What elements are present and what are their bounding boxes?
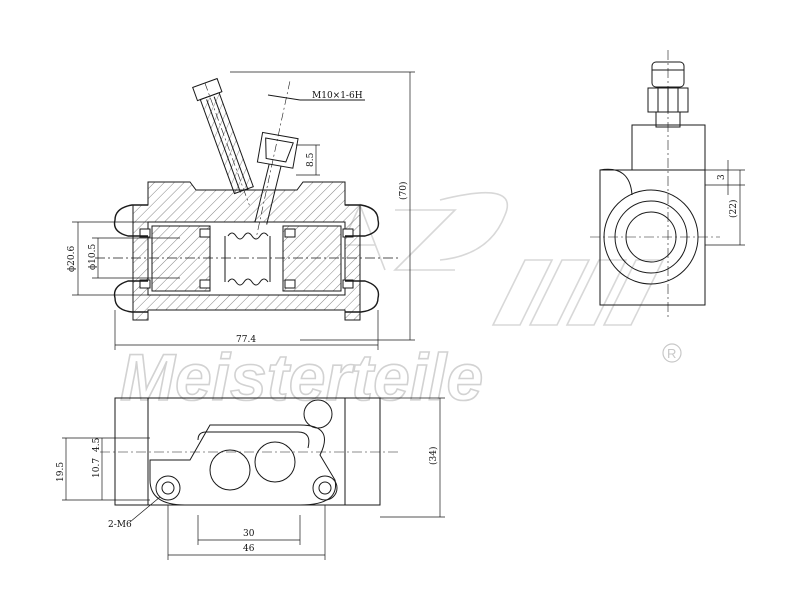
bottom-dimensions	[62, 397, 445, 560]
svg-text:R: R	[667, 346, 676, 361]
dim-mount-offset-3: 4.5	[92, 437, 102, 452]
dim-thread: M10×1-6H	[312, 91, 363, 101]
side-dimensions	[705, 160, 745, 246]
bleeder-screw	[192, 77, 254, 206]
dim-bore-outer: ϕ20.6	[67, 246, 77, 272]
dust-boot-right	[345, 204, 380, 313]
dim-mount-thread: 2-M6	[108, 520, 132, 530]
brand-watermark: Meisterteile	[120, 340, 483, 414]
dim-overall-length: 77.4	[236, 335, 256, 345]
dim-flange-height: (22)	[728, 200, 739, 218]
bleeder-circle	[303, 399, 333, 429]
dim-mount-offset-2: 10.7	[92, 458, 102, 478]
dim-hole-span-inner: 30	[243, 529, 255, 539]
dim-base-height: (34)	[428, 447, 439, 465]
dim-mount-offset-1: 19.5	[56, 462, 66, 482]
dim-total-height: (70)	[398, 182, 409, 200]
mount-hole-left	[155, 475, 181, 501]
section-dimensions	[72, 71, 415, 350]
side-view	[590, 50, 720, 320]
dust-boot-left	[113, 204, 148, 313]
mount-hole-right	[312, 475, 338, 501]
dim-flange-offset: 3	[717, 174, 727, 180]
bottom-view	[100, 397, 400, 506]
dim-bore-inner: ϕ10.5	[88, 244, 98, 270]
dim-fitting-height: 8.5	[306, 152, 316, 167]
port-circle-1	[209, 449, 251, 491]
watermark: Meisterteile R	[119, 191, 682, 415]
dim-hole-span-outer: 46	[243, 544, 255, 554]
spring	[227, 232, 269, 286]
registered-mark: R	[662, 343, 682, 363]
az-logo-watermark	[329, 191, 665, 326]
inlet-port	[254, 81, 299, 238]
port-circle-2	[254, 441, 296, 483]
section-view	[95, 77, 400, 321]
